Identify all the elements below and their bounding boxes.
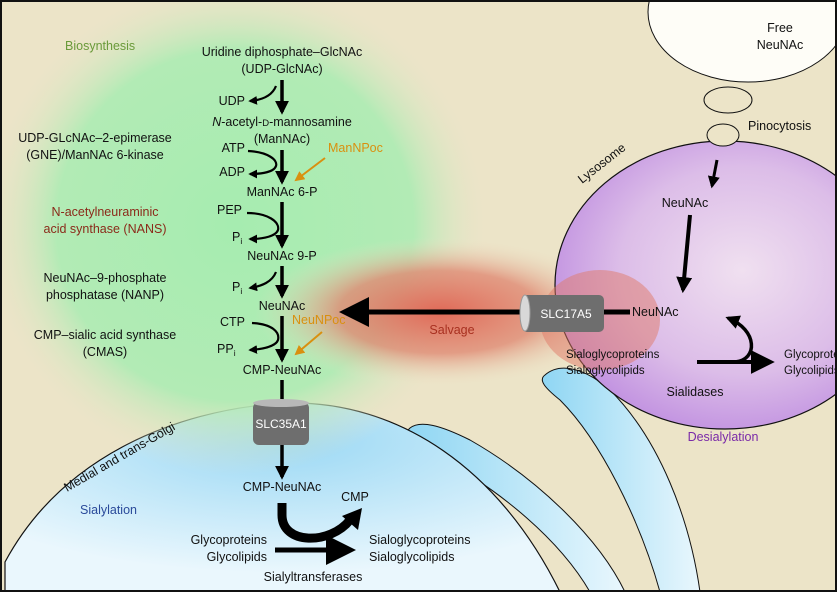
- gne-label-1: UDP-GLcNAc–2-epimerase: [18, 131, 172, 145]
- free-label: Free: [767, 21, 793, 35]
- cmas-label-2: (CMAS): [83, 345, 127, 359]
- gne-label-2: (GNE)/ManNAc 6-kinase: [26, 148, 164, 162]
- cmp-arrowhead: [342, 508, 362, 530]
- golgi-cmp-neunac-label: CMP-NeuNAc: [243, 480, 322, 494]
- pinocytic-vesicle: [706, 123, 740, 147]
- desialylation-label: Desialylation: [688, 430, 759, 444]
- udp-glcnac-label-1: Uridine diphosphate–GlcNAc: [202, 45, 363, 59]
- glycoproteins-label: Glycoproteins: [191, 533, 267, 547]
- slc35a1-transporter: SLC35A1: [253, 399, 309, 445]
- nanp-label-2: phosphatase (NANP): [46, 288, 164, 302]
- slc17a5-transporter: SLC17A5: [519, 294, 604, 332]
- lys-sialoglycolipids-label: Sialoglycolipids: [566, 365, 645, 377]
- nanp-label-1: NeuNAc–9-phosphate: [44, 271, 167, 285]
- cmp-neunac-label: CMP-NeuNAc: [243, 363, 322, 377]
- biosynthesis-label: Biosynthesis: [65, 39, 135, 53]
- ctp-label: CTP: [220, 315, 245, 329]
- slc17a5-label: SLC17A5: [540, 307, 592, 321]
- sialoglycolipids-label: Sialoglycolipids: [369, 550, 454, 564]
- slc35a1-label: SLC35A1: [255, 417, 307, 431]
- manpoc-label: ManNPoc: [328, 141, 383, 155]
- sialyltransferases-label: Sialyltransferases: [264, 570, 363, 584]
- udp-label: UDP: [219, 94, 245, 108]
- extracellular-space: [647, 0, 837, 83]
- nans-label-2: acid synthase (NANS): [44, 222, 167, 236]
- salvage-label: Salvage: [429, 323, 474, 337]
- lysosome-neunac-label: NeuNAc: [632, 305, 679, 319]
- neunac-label: NeuNAc: [259, 299, 306, 313]
- pi-label-2: Pi: [232, 280, 242, 296]
- glycolipids-label: Glycolipids: [207, 550, 267, 564]
- nans-label-1: N-acetylneuraminic: [52, 205, 159, 219]
- mannac6p-label: ManNAc 6-P: [247, 185, 318, 199]
- lys-glycoproteins-label: Glycoproteins: [784, 349, 837, 361]
- sialidases-label: Sialidases: [667, 385, 724, 399]
- mannac-label-2: (ManNAc): [254, 132, 310, 146]
- sialylation-label: Sialylation: [80, 503, 137, 517]
- pep-label: PEP: [217, 203, 242, 217]
- cmp-label: CMP: [341, 490, 369, 504]
- neunpoc-label: NeuNPoc: [292, 313, 346, 327]
- pinocytosis-arrow: [707, 159, 720, 189]
- lysosome-neunac-arrow: [676, 214, 693, 294]
- pinocytosis-label: Pinocytosis: [748, 119, 811, 133]
- pinocytic-vesicle: [703, 86, 753, 114]
- lysosome-neunac-label-top: NeuNAc: [662, 196, 709, 210]
- cmp-release-arrow: [277, 503, 354, 543]
- udp-glcnac-label-2: (UDP-GlcNAc): [241, 62, 322, 76]
- ppi-label: PPi: [217, 342, 236, 358]
- analog-arrows: [294, 157, 326, 356]
- cmas-label-1: CMP–sialic acid synthase: [34, 328, 176, 342]
- mannac-label-1: N-acetyl-D-mannosamine: [212, 115, 352, 129]
- adp-label: ADP: [219, 165, 245, 179]
- neunac9p-label: NeuNAc 9-P: [247, 249, 316, 263]
- sialoglycoproteins-label: Sialoglycoproteins: [369, 533, 470, 547]
- lys-sialoglycoproteins-label: Sialoglycoproteins: [566, 349, 660, 361]
- free-neunac-label: NeuNAc: [757, 38, 804, 52]
- pi-label: Pi: [232, 230, 242, 246]
- cosubstrate-arrows: [246, 85, 280, 354]
- atp-label: ATP: [222, 141, 245, 155]
- lys-glycolipids-label: Glycolipids: [784, 365, 837, 377]
- neunac-release-arrow: [725, 315, 754, 364]
